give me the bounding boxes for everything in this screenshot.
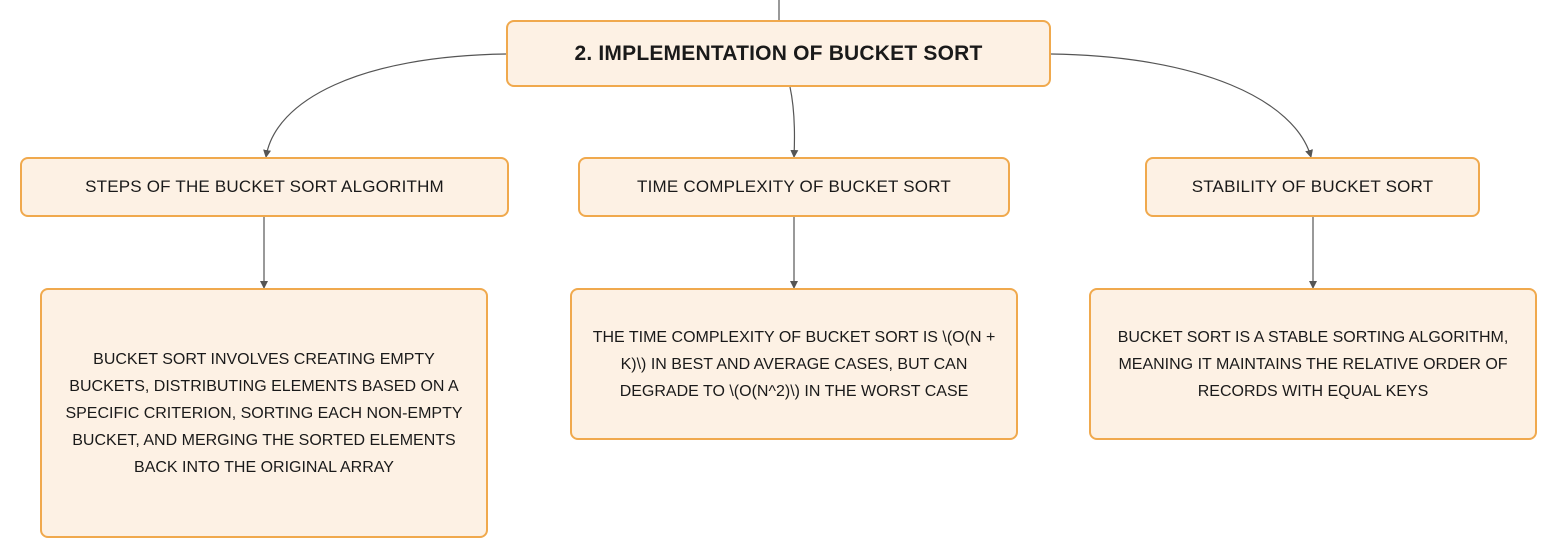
topic-node-label: STABILITY OF BUCKET SORT bbox=[1191, 177, 1434, 196]
topic-node-label: TIME COMPLEXITY OF BUCKET SORT bbox=[637, 177, 951, 196]
topic-node-time-complexity[interactable]: TIME COMPLEXITY OF BUCKET SORT bbox=[578, 157, 1010, 217]
topic-node-steps[interactable]: STEPS OF THE BUCKET SORT ALGORITHM bbox=[20, 157, 509, 217]
root-node[interactable]: 2. IMPLEMENTATION OF BUCKET SORT bbox=[506, 20, 1051, 87]
detail-node-text: BUCKET SORT IS A STABLE SORTING ALGORITH… bbox=[1117, 328, 1509, 400]
connector-root-to-steps bbox=[263, 53, 507, 158]
detail-node-text: THE TIME COMPLEXITY OF BUCKET SORT IS \(… bbox=[592, 328, 996, 400]
topic-node-label: STEPS OF THE BUCKET SORT ALGORITHM bbox=[85, 177, 444, 196]
detail-node-time-complexity[interactable]: THE TIME COMPLEXITY OF BUCKET SORT IS \(… bbox=[570, 288, 1018, 440]
detail-node-stability[interactable]: BUCKET SORT IS A STABLE SORTING ALGORITH… bbox=[1089, 288, 1537, 440]
connector-root-to-time-complexity bbox=[789, 86, 799, 158]
detail-node-steps[interactable]: BUCKET SORT INVOLVES CREATING EMPTY BUCK… bbox=[40, 288, 488, 538]
topic-node-stability[interactable]: STABILITY OF BUCKET SORT bbox=[1145, 157, 1480, 217]
connector-root-to-stability bbox=[1050, 53, 1313, 158]
root-node-label: 2. IMPLEMENTATION OF BUCKET SORT bbox=[574, 41, 983, 65]
detail-node-text: BUCKET SORT INVOLVES CREATING EMPTY BUCK… bbox=[65, 350, 463, 476]
